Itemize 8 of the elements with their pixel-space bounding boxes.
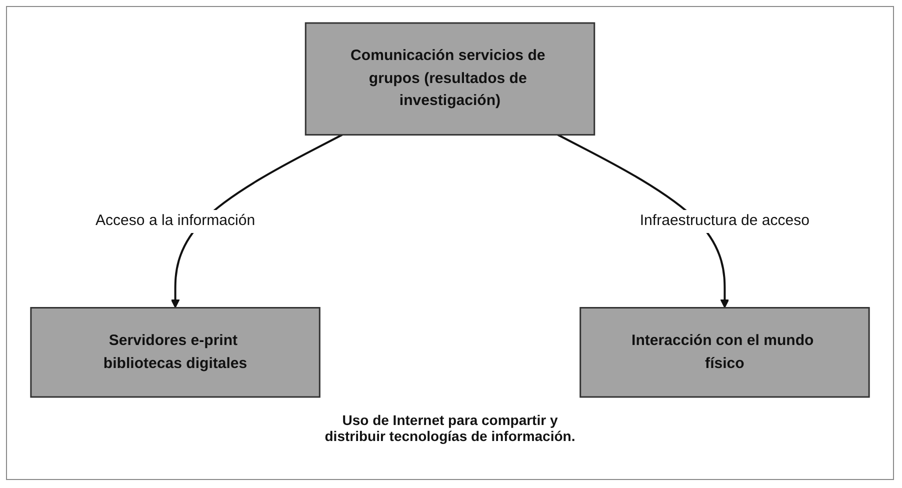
node-box: Comunicación servicios de grupos (resultados de investigación) [304, 22, 596, 136]
arrow [557, 134, 730, 308]
note-text: Uso de Internet para compartir y distribuir tecnologías de información. [324, 412, 576, 444]
arrow [170, 134, 343, 308]
node-box: Interacción con el mundo físico [580, 307, 870, 398]
edge-label: Acceso a la información [95, 212, 256, 230]
edge-label: Infraestructura de acceso [640, 212, 810, 230]
node-box: Servidores e-print bibliotecas digitales [30, 307, 320, 398]
